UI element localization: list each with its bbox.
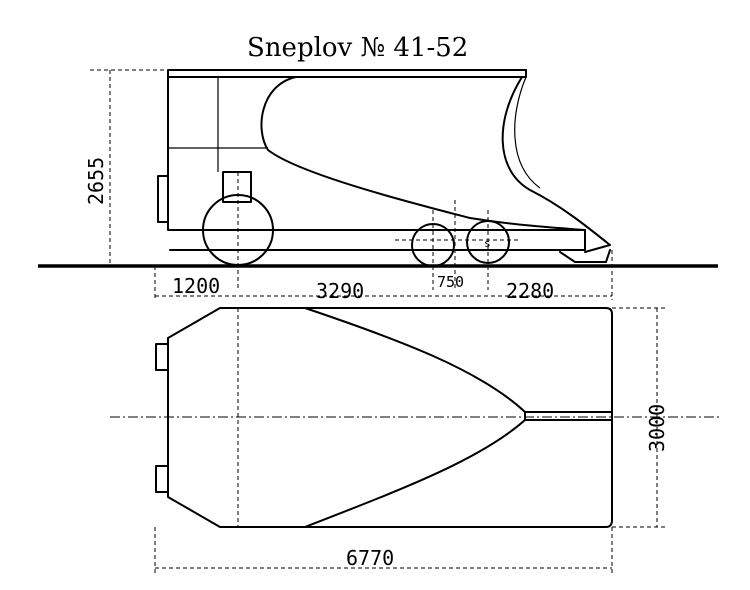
segment-4-dimension: 2280 xyxy=(506,279,554,303)
width-dimension: 3000 xyxy=(645,404,669,452)
plow-nose xyxy=(559,249,611,263)
axle-box xyxy=(222,171,252,203)
plow-wedge-upper xyxy=(304,307,526,413)
buffer-right xyxy=(155,465,169,493)
buffer-left xyxy=(155,343,169,371)
roof xyxy=(167,69,527,78)
plow-wedge-lower xyxy=(304,419,526,528)
height-dimension: 2655 xyxy=(84,157,108,205)
plan-view: 3000 6770 xyxy=(110,307,720,574)
plow-nose-blade xyxy=(524,411,613,421)
plan-outline xyxy=(167,307,613,528)
plow-blade-edge xyxy=(501,76,611,253)
wheel-marker: s xyxy=(484,237,491,250)
drawing-title: Sneplov № 41-52 xyxy=(247,33,468,63)
total-length-dimension: 6770 xyxy=(346,546,394,570)
plow-moldboard xyxy=(260,76,586,231)
segment-1-dimension: 1200 xyxy=(172,274,220,298)
side-elevation-view: s 2655 1200 3290 750 2280 xyxy=(38,69,718,303)
segment-3-dimension: 750 xyxy=(437,273,464,291)
plow-blade-inner xyxy=(514,76,541,189)
segment-2-dimension: 3290 xyxy=(316,279,364,303)
rear-buffer xyxy=(157,175,169,223)
